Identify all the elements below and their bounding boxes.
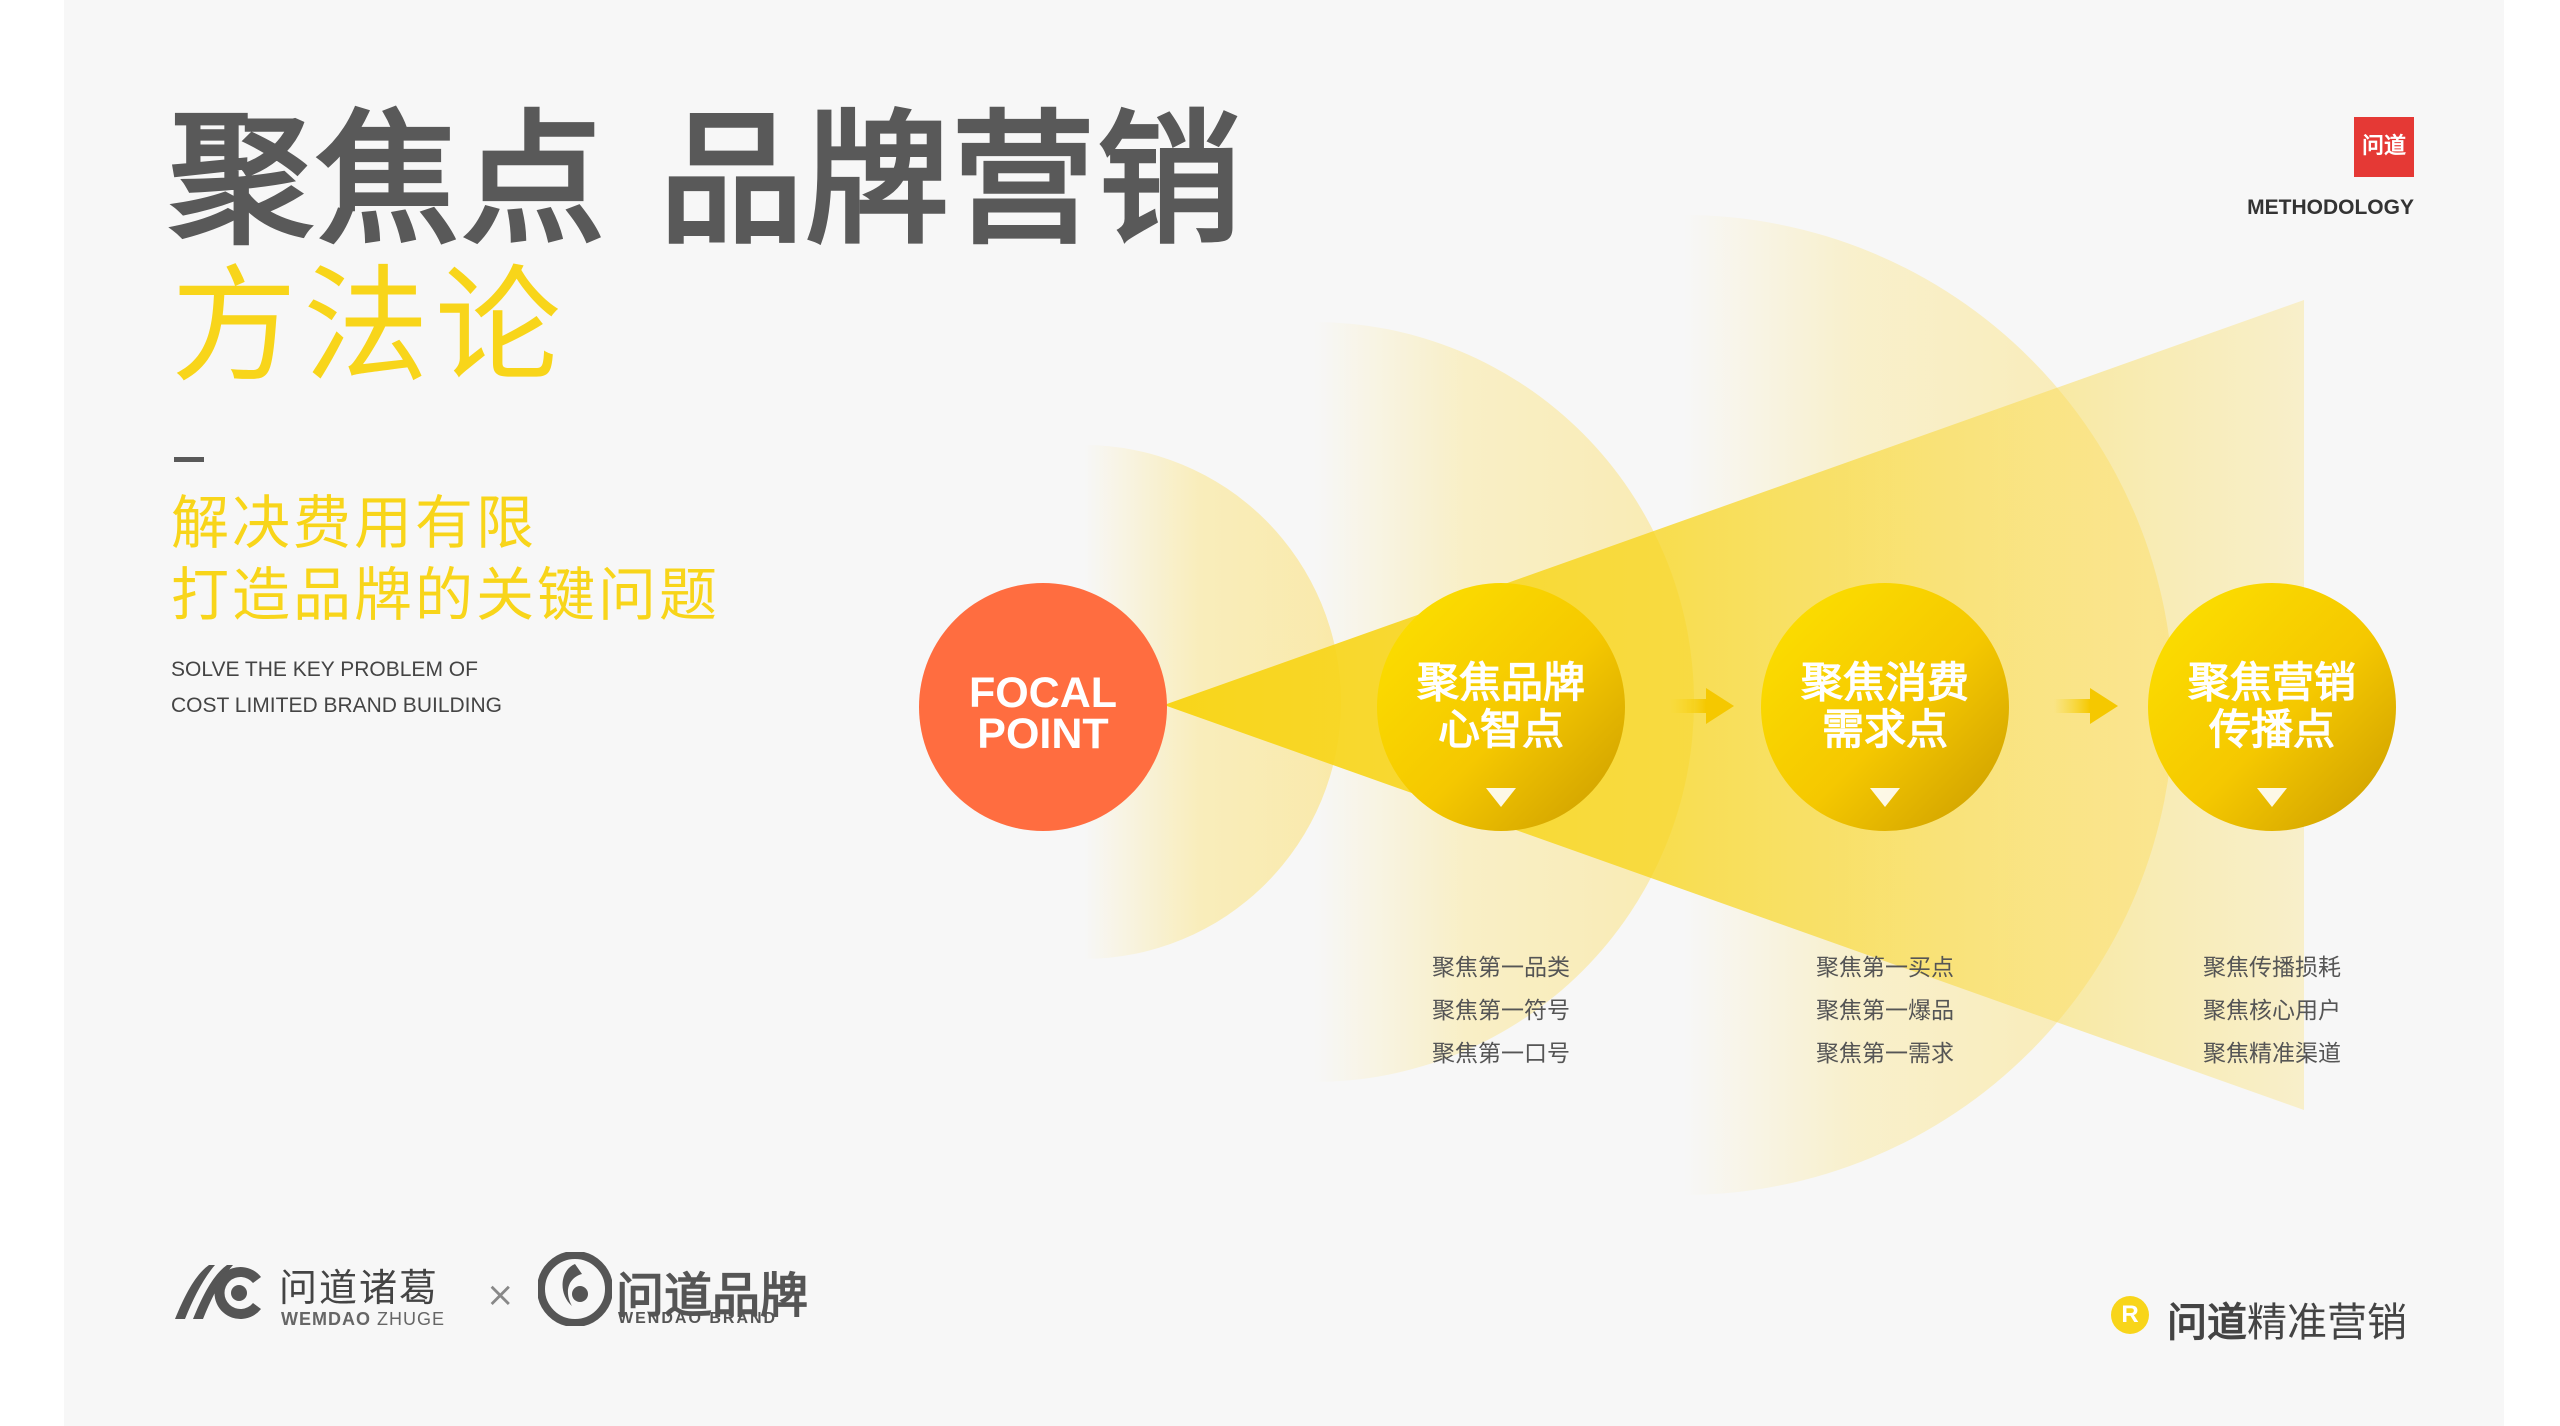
focus-node-label: 心智点 — [1438, 705, 1564, 754]
node-3-items: 聚焦传播损耗 聚焦核心用户 聚焦精准渠道 — [2203, 947, 2341, 1076]
list-item: 聚焦第一符号 — [1432, 998, 1570, 1024]
methodology-label: METHODOLOGY — [2247, 196, 2414, 219]
node-2-items: 聚焦第一买点 聚焦第一爆品 聚焦第一需求 — [1816, 947, 1954, 1076]
list-item: 聚焦传播损耗 — [2203, 955, 2341, 981]
wendao-zhuge-logo-icon — [175, 1265, 261, 1319]
subtitle-en-line-2: COST LIMITED BRAND BUILDING — [171, 694, 502, 717]
brand-wendao-precision-marketing: R 问道精准营销 — [2111, 1290, 2411, 1346]
node-1-items: 聚焦第一品类 聚焦第一符号 聚焦第一口号 — [1432, 947, 1570, 1076]
list-item: 聚焦第一口号 — [1432, 1041, 1570, 1067]
r-badge-icon: R — [2111, 1296, 2149, 1334]
subtitle-line-2: 打造品牌的关键问题 — [171, 561, 721, 629]
subtitle-line-1: 解决费用有限 — [171, 489, 538, 557]
focus-beam — [1164, 300, 2304, 1110]
brand-b-name-en: WENDAO BRAND — [618, 1310, 778, 1327]
connector-arrow-1 — [1670, 688, 1734, 724]
caret-down-icon — [1870, 788, 1900, 807]
cross-icon: × — [486, 1275, 515, 1315]
list-item: 聚焦精准渠道 — [2203, 1041, 2341, 1067]
focus-node-label: 聚焦品牌 — [1416, 658, 1585, 707]
focus-node-label: 聚焦消费 — [1800, 658, 1969, 707]
focus-node-circle — [1377, 583, 1625, 831]
list-item: 聚焦第一品类 — [1432, 955, 1570, 981]
seal-stamp-icon: 问道 — [2354, 117, 2414, 177]
brand-c-light: 精准营销 — [2247, 1300, 2407, 1346]
focus-node-circle — [1761, 583, 2009, 831]
brand-a-name: 问道诸葛 — [279, 1266, 440, 1310]
page-title-highlight: 方法论 — [171, 253, 567, 400]
focal-point-circle — [919, 583, 1167, 831]
brand-a-name-en: WEMDAO ZHUGE — [281, 1309, 445, 1330]
brand-c-bold: 问道 — [2167, 1300, 2247, 1346]
focal-point-line-1: FOCAL — [969, 669, 1117, 717]
focus-node-label: 传播点 — [2208, 705, 2335, 754]
subtitle-cn: 解决费用有限 打造品牌的关键问题 — [171, 487, 720, 631]
list-item: 聚焦核心用户 — [2203, 998, 2341, 1024]
slide: 聚焦点 品牌营销 方法论 解决费用有限 打造品牌的关键问题 SOLVE THE … — [64, 0, 2504, 1426]
brand-a-en-light: ZHUGE — [371, 1309, 446, 1329]
page-title: 聚焦点 品牌营销 — [169, 96, 1244, 264]
seal-stamp-text: 问道 — [2361, 134, 2406, 159]
brand-a-en-bold: WEMDAO — [281, 1309, 371, 1329]
divider — [174, 457, 204, 462]
caret-down-icon — [1486, 788, 1516, 807]
list-item: 聚焦第一买点 — [1816, 955, 1954, 981]
connector-arrow-2 — [2054, 688, 2118, 724]
focus-node-circle — [2148, 583, 2396, 831]
focal-point-line-2: POINT — [977, 710, 1108, 758]
focus-node-label: 需求点 — [1822, 705, 1948, 754]
list-item: 聚焦第一爆品 — [1816, 998, 1954, 1024]
brand-c-name: 问道精准营销 — [2167, 1290, 2407, 1348]
subtitle-en-line-1: SOLVE THE KEY PROBLEM OF — [171, 658, 478, 681]
list-item: 聚焦第一需求 — [1816, 1041, 1954, 1067]
wendao-brand-logo-icon — [538, 1252, 612, 1326]
caret-down-icon — [2257, 788, 2287, 807]
subtitle-en: SOLVE THE KEY PROBLEM OF COST LIMITED BR… — [171, 652, 502, 724]
focus-node-label: 聚焦营销 — [2187, 658, 2356, 707]
brand-b-name: 问道品牌 — [616, 1268, 809, 1324]
